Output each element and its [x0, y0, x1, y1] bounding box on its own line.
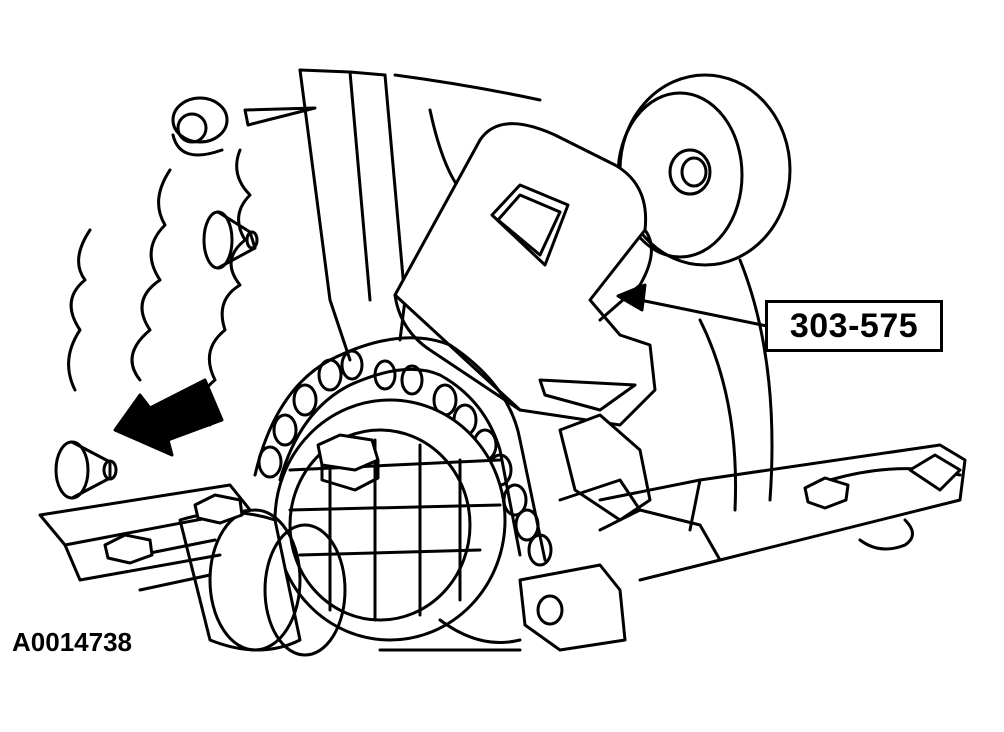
middle-dowel — [202, 210, 259, 270]
figure-id-label: A0014738 — [12, 627, 132, 657]
camshaft-sprocket — [273, 398, 507, 642]
idler-pulley — [616, 73, 792, 267]
bearing-cap — [38, 483, 252, 582]
upper-dowel — [171, 96, 317, 157]
tool-number-label: 303-575 — [789, 306, 919, 345]
sprocket-bolt — [316, 433, 380, 492]
timing-chain — [253, 336, 553, 567]
chain-guide-bracket — [558, 413, 967, 582]
head-gasket-edge — [67, 148, 252, 427]
tool-callout-box: 303-575 — [765, 300, 943, 352]
callout-leader — [616, 283, 769, 328]
camshaft — [138, 508, 347, 657]
lower-dowel — [54, 440, 118, 500]
arrow-left-icon — [113, 378, 224, 457]
tensioner-body — [378, 478, 722, 652]
tensioner-tool — [393, 122, 657, 427]
